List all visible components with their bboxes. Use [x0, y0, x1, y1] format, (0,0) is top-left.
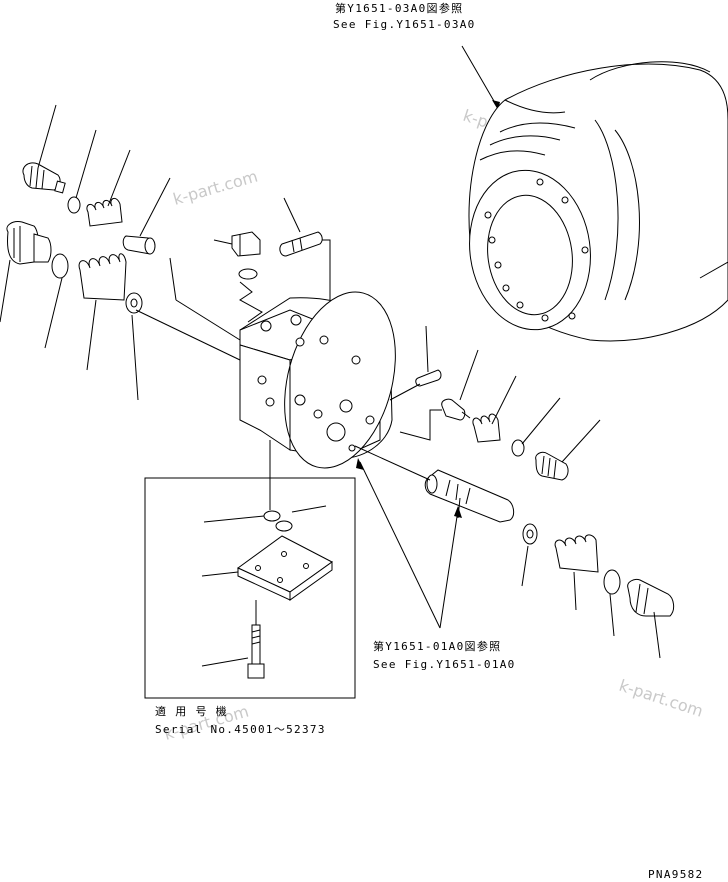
ref-mid-arrowhead-2 [454, 506, 462, 518]
left-top-spring [86, 149, 131, 227]
left-main-seat [125, 292, 143, 401]
ref-mid-jp-label: 第Y1651-01A0図参照 [373, 639, 501, 653]
watermark: k-part.com [171, 167, 260, 209]
left-main-oring [44, 253, 69, 349]
inset-plate [201, 535, 333, 601]
left-main-spring [78, 253, 127, 371]
watermark: k-part.com [617, 676, 706, 721]
serial-range: Serial No.45001～52373 [155, 723, 326, 736]
lower-right-plug [627, 579, 675, 659]
lower-right-oring [603, 569, 621, 637]
ref-mid-arrowhead-1 [356, 458, 364, 470]
lower-right-seat [521, 523, 538, 587]
spool [354, 445, 515, 523]
left-main-plug [0, 221, 52, 323]
valve-block [135, 257, 396, 469]
right-oring [511, 397, 561, 457]
ref-top-en-label: See Fig.Y1651-03A0 [333, 18, 476, 31]
serial-inset-box [144, 477, 356, 699]
left-top-plug [22, 104, 66, 194]
inset-bolt [201, 600, 265, 679]
right-plug [535, 419, 601, 481]
ref-top-leader [461, 45, 499, 109]
left-top-oring [67, 129, 97, 214]
ref-mid-leader-1 [359, 461, 441, 629]
center-cap [213, 231, 263, 323]
serial-label-jp: 適 用 号 機 [155, 704, 228, 718]
ref-mid-en-label: See Fig.Y1651-01A0 [373, 658, 516, 671]
ref-mid-leader-2 [439, 509, 459, 629]
ref-top-jp-label: 第Y1651-03A0図参照 [335, 1, 463, 15]
motor-housing [468, 61, 728, 342]
right-spring [472, 375, 517, 443]
left-top-poppet [122, 177, 171, 255]
dowel-pin [389, 325, 442, 401]
inset-orings [203, 505, 327, 532]
lower-right-spring [554, 534, 599, 611]
right-poppet [399, 349, 479, 441]
page-code: PNA9582 [648, 868, 703, 881]
